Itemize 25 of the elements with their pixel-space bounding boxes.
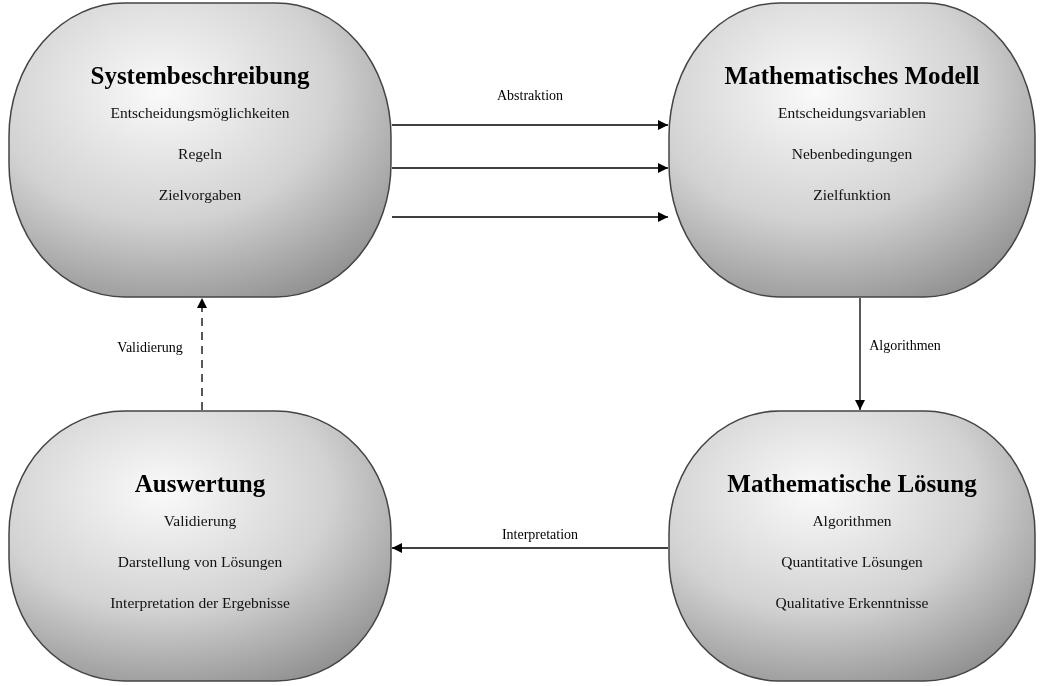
node-item: Quantitative Lösungen: [781, 553, 923, 571]
arrow: [391, 212, 669, 222]
node-item: Nebenbedingungen: [791, 145, 913, 163]
node-title: Auswertung: [134, 470, 266, 498]
edge-label: Algorithmen: [867, 338, 943, 354]
node-item: Interpretation der Ergebnisse: [110, 594, 290, 612]
edge-label: Interpretation: [499, 527, 581, 543]
node-item: Darstellung von Lösungen: [117, 553, 283, 571]
arrow: [391, 163, 669, 173]
node-item: Qualitative Erkenntnisse: [775, 594, 929, 612]
arrow: [855, 297, 865, 411]
node-item: Entscheidungsmöglichkeiten: [110, 104, 290, 122]
node-item: Zielfunktion: [813, 186, 891, 204]
node-item: Validierung: [163, 512, 237, 530]
node-title: Mathematische Lösung: [727, 470, 977, 498]
arrow: [391, 120, 669, 130]
arrow: [391, 543, 669, 553]
node-item: Zielvorgaben: [158, 186, 242, 204]
arrow: [197, 297, 207, 411]
node-title: Mathematisches Modell: [724, 62, 980, 90]
node-item: Regeln: [178, 145, 222, 163]
node-item: Algorithmen: [812, 512, 892, 530]
node-title: Systembeschreibung: [90, 62, 310, 90]
node-item: Entscheidungsvariablen: [777, 104, 927, 122]
edge-label: Validierung: [115, 340, 185, 356]
